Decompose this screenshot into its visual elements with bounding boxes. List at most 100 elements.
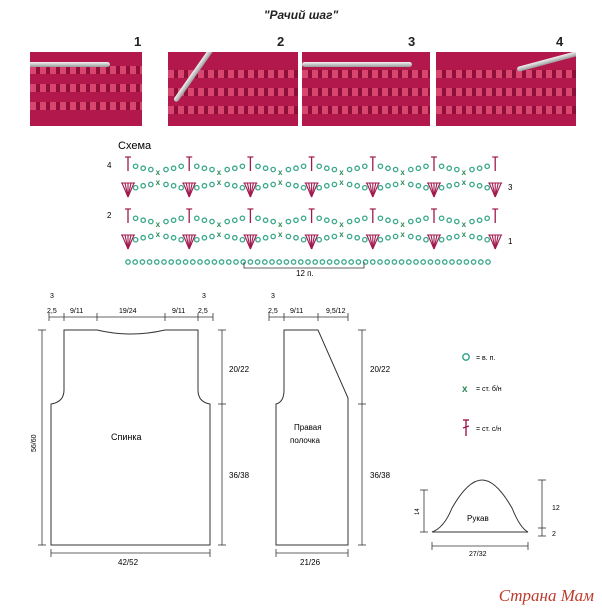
single-crochet-icon: x bbox=[278, 220, 283, 229]
shell-icon bbox=[488, 182, 503, 198]
chain-icon bbox=[407, 181, 414, 188]
sleeve-cap-height: 14 bbox=[415, 508, 421, 515]
row-number: 2 bbox=[107, 211, 112, 220]
chain-icon bbox=[423, 184, 429, 191]
chain-icon bbox=[341, 259, 347, 265]
sleeve-label: Рукав bbox=[467, 514, 489, 523]
chain-icon bbox=[319, 259, 326, 265]
crochet-hook-icon bbox=[302, 62, 412, 67]
back-armhole-depth: 20/22 bbox=[229, 365, 250, 374]
back-label: Спинка bbox=[111, 432, 142, 442]
chain-icon bbox=[161, 259, 167, 265]
chain-icon bbox=[147, 233, 154, 240]
chain-icon bbox=[262, 182, 269, 189]
shell-icon bbox=[182, 182, 197, 198]
chain-icon bbox=[140, 217, 147, 224]
chain-icon bbox=[348, 259, 355, 265]
chain-icon bbox=[333, 259, 340, 265]
chain-icon bbox=[170, 217, 177, 224]
shell-icon bbox=[121, 182, 135, 198]
chain-icon bbox=[420, 259, 427, 265]
chain-icon bbox=[175, 259, 182, 265]
single-crochet-icon: x bbox=[217, 220, 222, 229]
chain-icon bbox=[316, 215, 323, 222]
sleeve-upper-dim: 12 bbox=[552, 505, 560, 512]
chain-icon bbox=[239, 163, 246, 170]
single-crochet-icon: x bbox=[339, 230, 344, 239]
single-crochet-icon: x bbox=[156, 230, 161, 239]
chain-icon bbox=[240, 259, 247, 265]
chain-icon bbox=[476, 217, 483, 224]
chain-icon bbox=[441, 259, 448, 265]
chain-icon bbox=[316, 236, 323, 243]
chain-icon bbox=[209, 233, 215, 240]
chain-icon bbox=[178, 215, 185, 222]
chain-icon bbox=[427, 259, 434, 265]
chain-icon bbox=[255, 163, 261, 170]
chain-icon bbox=[163, 218, 169, 225]
front-armhole-depth: 20/22 bbox=[370, 365, 391, 374]
chain-icon bbox=[484, 163, 491, 170]
single-crochet-icon: x bbox=[156, 220, 161, 229]
chain-icon bbox=[193, 184, 200, 191]
chain-icon bbox=[132, 236, 139, 243]
chain-icon bbox=[139, 259, 146, 265]
chain-icon bbox=[293, 217, 299, 224]
chain-icon bbox=[438, 163, 445, 170]
chain-icon bbox=[469, 166, 475, 173]
shell-icon bbox=[365, 234, 380, 250]
single-crochet-icon: x bbox=[400, 230, 405, 239]
chain-icon bbox=[476, 234, 483, 241]
chain-icon bbox=[316, 184, 323, 191]
chain-icon bbox=[209, 166, 215, 173]
chain-icon bbox=[391, 259, 398, 265]
sleeve-width-label: 27/32 bbox=[469, 551, 487, 558]
chain-icon bbox=[377, 184, 384, 191]
chain-icon bbox=[270, 166, 277, 173]
row-number: 4 bbox=[107, 161, 112, 170]
chain-icon bbox=[462, 353, 470, 361]
front-side-length: 36/38 bbox=[370, 471, 391, 480]
step-number-2: 2 bbox=[277, 34, 285, 49]
chain-icon bbox=[189, 259, 196, 265]
chain-icon bbox=[323, 182, 330, 189]
svg-text:9/11: 9/11 bbox=[290, 308, 303, 315]
back-side-length: 36/38 bbox=[229, 471, 250, 480]
svg-text:3: 3 bbox=[50, 293, 54, 300]
chain-icon bbox=[285, 218, 292, 225]
svg-text:19/24: 19/24 bbox=[119, 308, 137, 315]
chain-icon bbox=[392, 181, 399, 188]
chain-icon bbox=[255, 215, 261, 222]
chain-icon bbox=[140, 182, 147, 189]
chain-icon bbox=[385, 165, 391, 172]
chain-icon bbox=[231, 182, 238, 189]
chain-icon bbox=[147, 218, 154, 225]
chain-icon bbox=[178, 236, 185, 243]
step-photo-3 bbox=[302, 52, 430, 126]
chain-icon bbox=[163, 166, 169, 173]
chain-icon bbox=[485, 259, 491, 265]
chain-icon bbox=[456, 259, 463, 265]
step-photo-2 bbox=[168, 52, 298, 126]
step-number-4: 4 bbox=[556, 34, 564, 49]
chain-icon bbox=[297, 259, 304, 265]
shell-icon bbox=[243, 182, 258, 198]
chain-icon bbox=[312, 259, 319, 265]
svg-text:9/11: 9/11 bbox=[70, 308, 83, 315]
chain-icon bbox=[323, 165, 330, 172]
single-crochet-icon: x bbox=[462, 384, 468, 395]
chain-icon bbox=[276, 259, 283, 265]
chain-icon bbox=[170, 182, 177, 189]
shell-icon bbox=[304, 182, 319, 198]
chain-icon bbox=[323, 234, 330, 241]
chain-icon bbox=[178, 163, 185, 170]
chain-icon bbox=[285, 181, 292, 188]
chain-icon bbox=[204, 259, 211, 265]
chain-icon bbox=[361, 184, 368, 191]
chain-icon bbox=[377, 215, 384, 222]
repeat-label: 12 п. bbox=[296, 269, 314, 278]
repeat-bracket bbox=[243, 262, 365, 269]
chain-icon bbox=[201, 165, 208, 172]
chain-icon bbox=[239, 184, 246, 191]
